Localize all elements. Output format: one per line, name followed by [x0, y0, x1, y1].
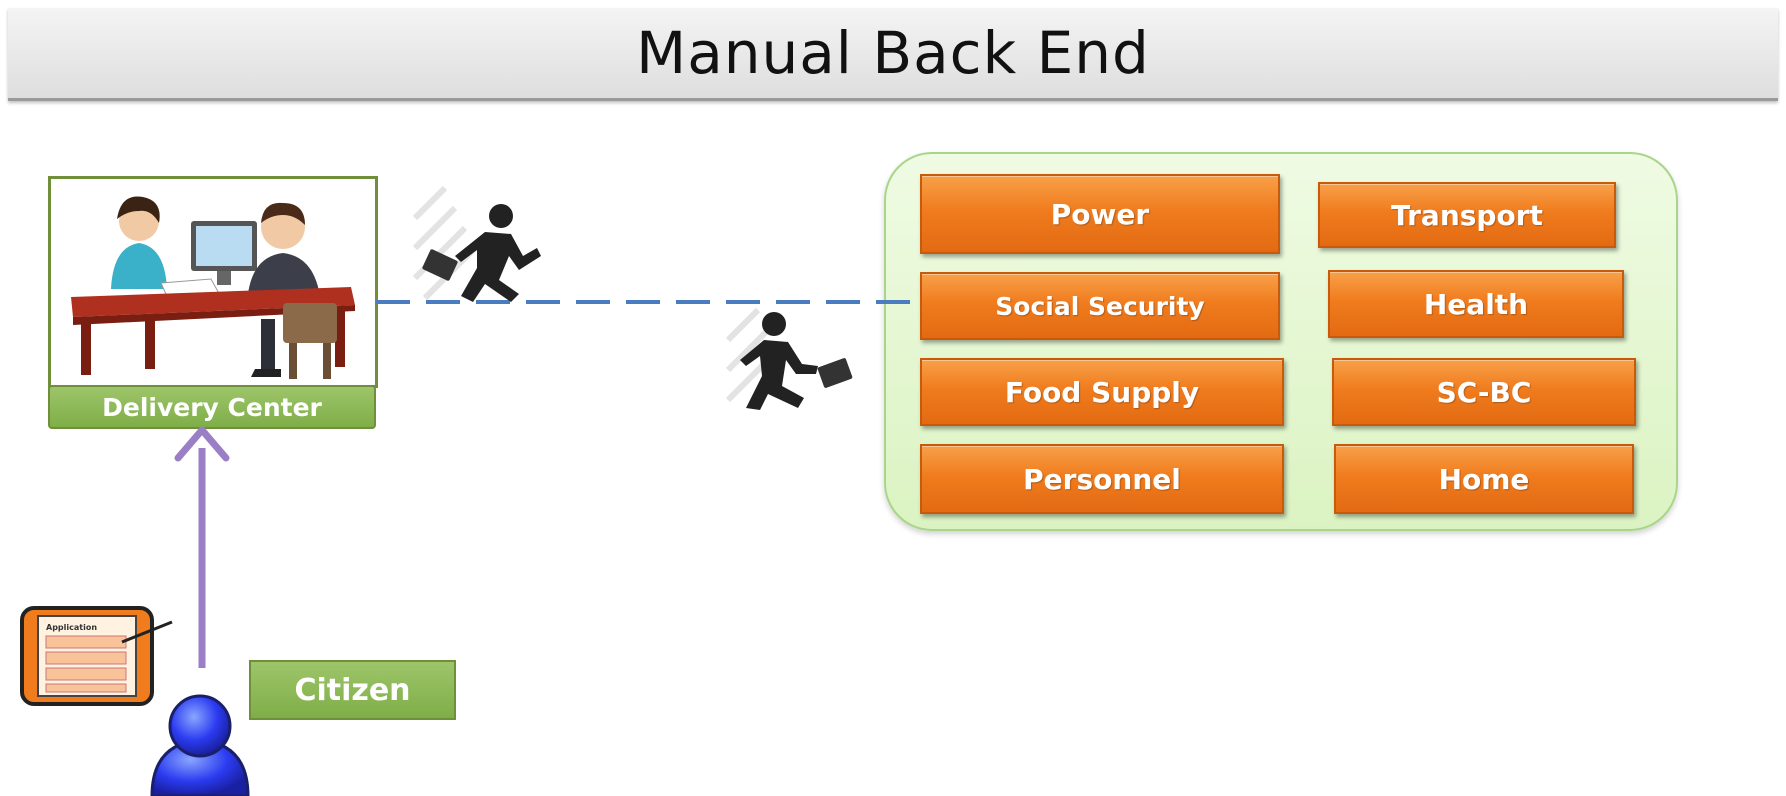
diagram-title: Manual Back End	[636, 19, 1150, 87]
dept-food-supply: Food Supply	[920, 358, 1284, 426]
delivery-center-label: Delivery Center	[48, 385, 376, 429]
application-form-label: Application	[46, 623, 97, 632]
running-person-icon	[412, 185, 541, 302]
citizen-to-center-arrow	[174, 426, 230, 668]
dept-power: Power	[920, 174, 1280, 254]
title-bar: Manual Back End	[8, 8, 1778, 101]
application-form-icon: Application	[20, 606, 173, 706]
dept-personnel: Personnel	[920, 444, 1284, 514]
running-person-icon	[725, 307, 853, 410]
office-desk-icon	[71, 196, 355, 379]
dept-health: Health	[1328, 270, 1624, 338]
dept-transport: Transport	[1318, 182, 1616, 248]
dept-sc-bc: SC-BC	[1332, 358, 1636, 426]
dept-home: Home	[1334, 444, 1634, 514]
delivery-center-box	[48, 176, 378, 388]
dept-social-security: Social Security	[920, 272, 1280, 340]
citizen-person-icon	[150, 694, 250, 796]
citizen-label: Citizen	[249, 660, 456, 720]
